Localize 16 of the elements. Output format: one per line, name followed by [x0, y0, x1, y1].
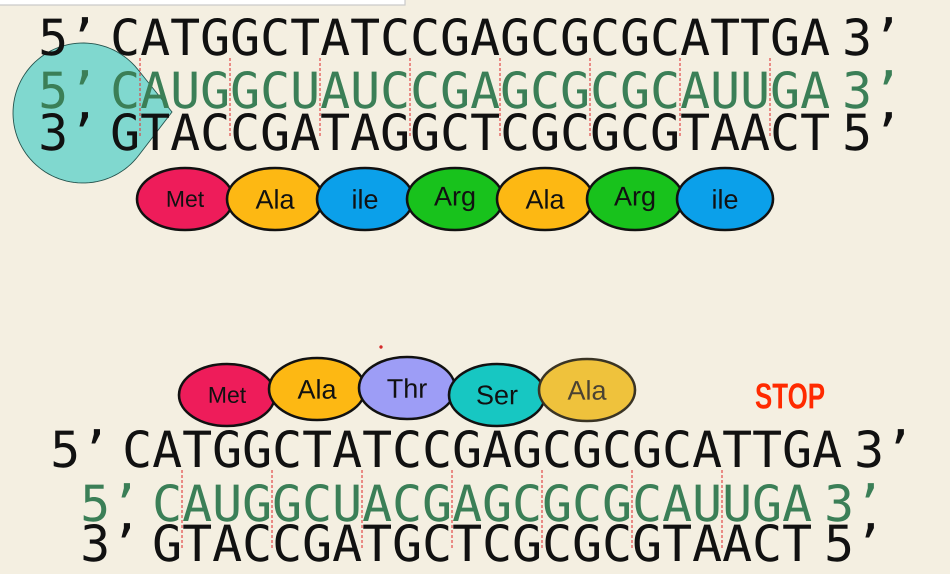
amino-acid-oval: Thr	[358, 356, 456, 420]
dna-sequence: 5’ CATGGCTATCCGAGCGCGCATTGA 3’	[54, 429, 904, 468]
stop-label: STOP	[756, 383, 824, 409]
amino-acid-oval: Ala	[268, 356, 366, 422]
amino-acid-oval: Arg	[406, 166, 504, 232]
amino-acid-oval: Ala	[538, 358, 636, 422]
amino-acid-oval: Met	[178, 362, 276, 428]
amino-acid-oval: Ser	[448, 362, 546, 428]
dna-sequence: 3’ GTACCGATGCTCGCGCGTAACT 5’	[84, 523, 874, 562]
rna-sequence: 5’ CAUGGCUACGAGCGCGCAUUGA 3’	[84, 483, 874, 522]
amino-acid-oval: Arg	[586, 166, 684, 232]
amino-acid-oval: Ala	[496, 166, 594, 232]
amino-acid-oval: ile	[676, 166, 774, 232]
amino-acid-oval: Ala	[226, 166, 324, 232]
amino-acid-oval: ile	[316, 166, 414, 232]
amino-acid-oval: Met	[136, 166, 234, 232]
